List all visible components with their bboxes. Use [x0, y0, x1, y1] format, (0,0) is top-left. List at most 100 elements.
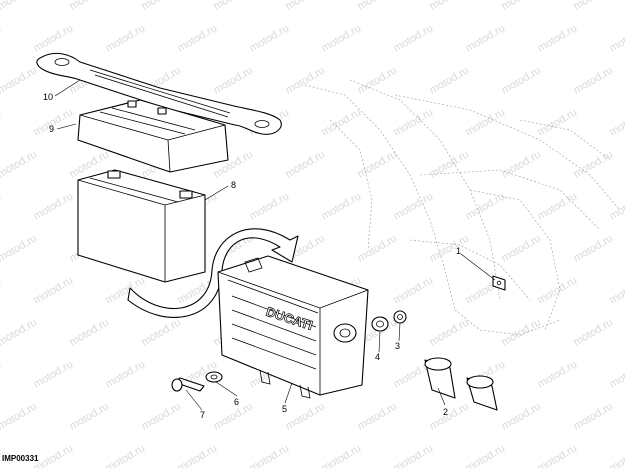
- watermark-text: motod.ru: [464, 442, 508, 468]
- callout-2: 2: [443, 407, 448, 417]
- battery: [77, 169, 206, 283]
- watermark-text: motod.ru: [500, 400, 544, 432]
- watermark-text: motod.ru: [536, 358, 580, 390]
- spacers-part-2: [424, 357, 498, 411]
- watermark-text: motod.ru: [284, 148, 328, 180]
- watermark-text: motod.ru: [500, 316, 544, 348]
- watermark-text: motod.ru: [392, 274, 436, 306]
- watermark-text: motod.ru: [104, 442, 148, 468]
- watermark-text: motod.ru: [248, 22, 292, 54]
- watermark-text: motod.ru: [608, 358, 625, 390]
- callout-7: 7: [200, 410, 205, 420]
- watermark-text: motod.ru: [0, 0, 39, 13]
- watermark-text: motod.ru: [320, 106, 364, 138]
- watermark-text: motod.ru: [500, 64, 544, 96]
- watermark-text: motod.ru: [428, 0, 472, 13]
- watermark-text: motod.ru: [464, 106, 508, 138]
- watermark-text: motod.ru: [0, 64, 39, 96]
- watermark-text: motod.ru: [536, 442, 580, 468]
- frame-ghost-outline: [304, 79, 621, 336]
- watermark-text: motod.ru: [428, 316, 472, 348]
- watermark-text: motod.ru: [392, 22, 436, 54]
- watermark-text: motod.ru: [284, 64, 328, 96]
- watermark-text: motod.ru: [428, 400, 472, 432]
- watermark-text: motod.ru: [572, 400, 616, 432]
- insertion-arrow: [127, 228, 299, 318]
- watermark-text: motod.ru: [392, 442, 436, 468]
- watermark-text: motod.ru: [32, 190, 76, 222]
- watermark-text: motod.ru: [248, 442, 292, 468]
- watermark-text: motod.ru: [356, 0, 400, 13]
- watermark-text: motod.ru: [572, 64, 616, 96]
- watermark-text: motod.ru: [608, 106, 625, 138]
- watermark-text: motod.ru: [356, 148, 400, 180]
- callout-8: 8: [231, 180, 236, 190]
- watermark-text: motod.ru: [0, 106, 3, 138]
- watermark-text: motod.ru: [0, 316, 39, 348]
- image-code: IMP00331: [2, 454, 39, 463]
- watermark-text: motod.ru: [500, 148, 544, 180]
- callout-1: 1: [456, 246, 461, 256]
- watermark-text: motod.ru: [356, 232, 400, 264]
- watermark-text: motod.ru: [0, 274, 3, 306]
- watermark-text: motod.ru: [0, 400, 39, 432]
- watermark-text: motod.ru: [536, 274, 580, 306]
- watermark-text: motod.ru: [320, 442, 364, 468]
- watermark-text: motod.ru: [212, 64, 256, 96]
- battery-cover: [77, 99, 229, 173]
- watermark-text: motod.ru: [68, 0, 112, 13]
- watermark-text: motod.ru: [608, 190, 625, 222]
- watermark-text: motod.ru: [464, 190, 508, 222]
- watermark-text: motod.ru: [608, 22, 625, 54]
- watermark-text: motod.ru: [0, 148, 39, 180]
- watermark-text: motod.ru: [284, 400, 328, 432]
- watermark-text: motod.ru: [356, 64, 400, 96]
- watermark-text: motod.ru: [176, 442, 220, 468]
- callout-4: 4: [375, 352, 380, 362]
- watermark-text: motod.ru: [320, 22, 364, 54]
- watermark-text: motod.ru: [356, 400, 400, 432]
- watermark-text: motod.ru: [572, 0, 616, 13]
- callouts: 10 9 8 1 4 3 6 7 5 2: [43, 92, 461, 420]
- watermark-text: motod.ru: [428, 64, 472, 96]
- watermark-text: motod.ru: [428, 232, 472, 264]
- watermark-text: motod.ru: [104, 22, 148, 54]
- battery-case: DUCATI: [217, 255, 369, 399]
- watermark-text: motod.ru: [536, 22, 580, 54]
- watermark-text: motod.ru: [0, 358, 3, 390]
- watermark-text: motod.ru: [68, 400, 112, 432]
- watermark-text: motod.ru: [212, 0, 256, 13]
- washer-part-6: [205, 371, 223, 383]
- watermark-text: motod.ru: [428, 148, 472, 180]
- callout-9: 9: [49, 124, 54, 134]
- watermark-text: motod.ru: [536, 190, 580, 222]
- callout-6: 6: [234, 397, 239, 407]
- watermark-text: motod.ru: [0, 232, 39, 264]
- watermark-text: motod.ru: [608, 274, 625, 306]
- watermark-text: motod.ru: [140, 0, 184, 13]
- watermark-text: motod.ru: [0, 22, 3, 54]
- callout-3: 3: [395, 341, 400, 351]
- clip-part-1: [492, 275, 506, 291]
- watermark-text: motod.ru: [32, 358, 76, 390]
- leader-lines: [54, 79, 496, 411]
- watermark-text: motod.ru: [572, 148, 616, 180]
- watermark-text: motod.ru: [464, 22, 508, 54]
- watermark-text: motod.ru: [392, 106, 436, 138]
- watermark-text: motod.ru: [536, 106, 580, 138]
- callout-5: 5: [282, 404, 287, 414]
- watermark-text: motod.ru: [500, 232, 544, 264]
- watermark-text: motod.ru: [608, 442, 625, 468]
- callout-10: 10: [43, 92, 53, 102]
- watermark-text: motod.ru: [140, 400, 184, 432]
- watermark-text: motod.ru: [320, 190, 364, 222]
- watermark-text: motod.ru: [176, 22, 220, 54]
- bushing-part-3: [393, 310, 407, 324]
- watermark-text: motod.ru: [392, 190, 436, 222]
- grommet-part-4: [371, 316, 389, 332]
- watermark-text: motod.ru: [572, 232, 616, 264]
- watermark-text: motod.ru: [104, 358, 148, 390]
- watermark-text: motod.ru: [572, 316, 616, 348]
- watermark-text: motod.ru: [68, 316, 112, 348]
